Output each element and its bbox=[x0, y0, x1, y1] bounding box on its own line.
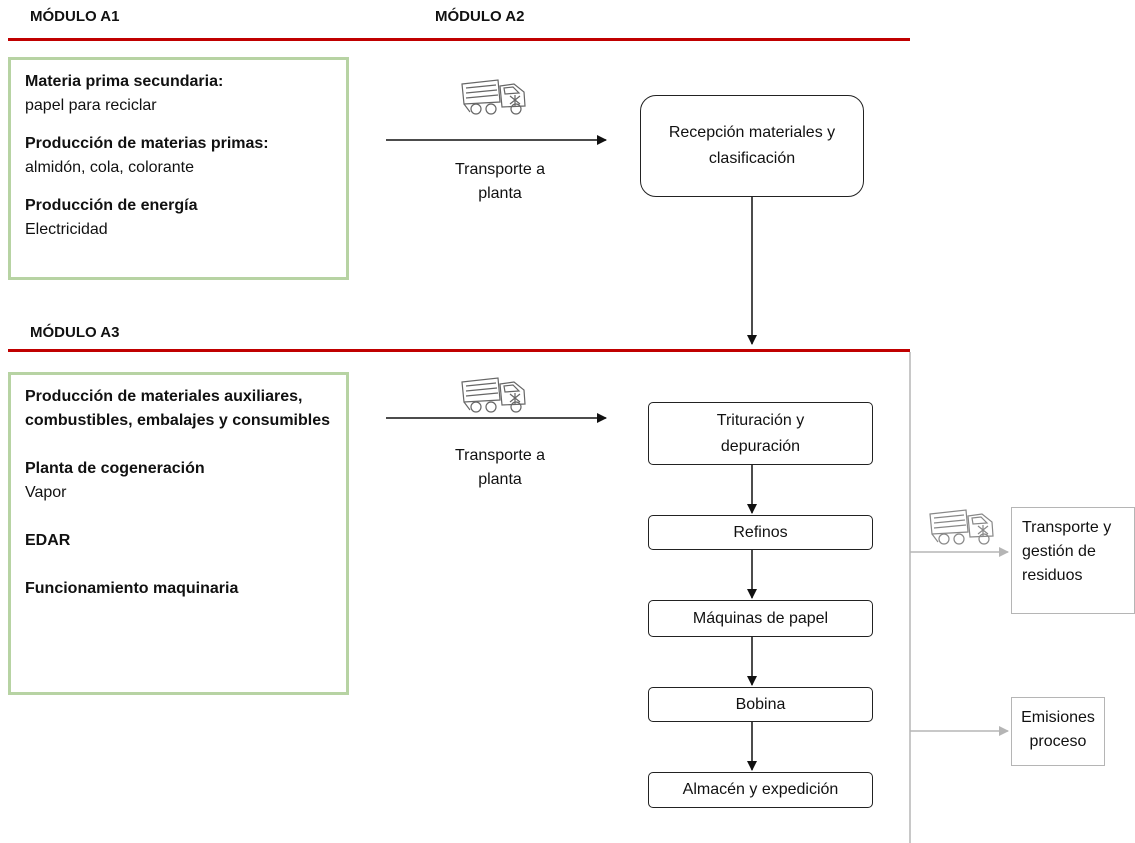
waste-output-node: Transporte y gestión de residuos bbox=[1011, 507, 1135, 614]
a1-item: Producción de materias primas: almidón, … bbox=[25, 132, 332, 180]
a1-item: Materia prima secundaria: papel para rec… bbox=[25, 70, 332, 118]
a3-item-heading: EDAR bbox=[25, 532, 71, 549]
transport-label-a3: Transporte a planta bbox=[420, 444, 580, 492]
a3-item: Producción de materiales auxiliares, com… bbox=[25, 385, 332, 433]
process-step-label: Trituración y depuración bbox=[716, 411, 805, 455]
waste-output-label: Transporte y gestión de residuos bbox=[1022, 519, 1112, 584]
process-step-maquinas: Máquinas de papel bbox=[648, 600, 873, 637]
process-step-label: Máquinas de papel bbox=[692, 609, 829, 627]
transport-label-line: planta bbox=[478, 471, 522, 488]
a3-item: EDAR bbox=[25, 529, 332, 553]
a1-item-detail: Electricidad bbox=[25, 221, 108, 238]
a3-item-detail: Vapor bbox=[25, 484, 67, 501]
a1-item-heading: Materia prima secundaria: bbox=[25, 73, 224, 90]
a1-item-detail: papel para reciclar bbox=[25, 97, 157, 114]
reception-node: Recepción materiales y clasificación bbox=[640, 95, 864, 197]
a3-item: Funcionamiento maquinaria bbox=[25, 577, 332, 601]
transport-label-line: Transporte a bbox=[454, 447, 546, 464]
module-a2-title: MÓDULO A2 bbox=[435, 8, 525, 25]
process-step-bobina: Bobina bbox=[648, 687, 873, 722]
module-a1-divider bbox=[8, 38, 910, 41]
module-a3-title: MÓDULO A3 bbox=[30, 324, 120, 341]
transport-label-line: Transporte a bbox=[454, 161, 546, 178]
a1-item-heading: Producción de energía bbox=[25, 197, 198, 214]
emissions-output-label: Emisiones proceso bbox=[1021, 709, 1095, 750]
process-step-label: Refinos bbox=[733, 523, 788, 541]
truck-icon bbox=[461, 79, 526, 115]
truck-icon bbox=[461, 377, 526, 413]
a1-item-heading: Producción de materias primas: bbox=[25, 135, 269, 152]
a1-inputs-box: Materia prima secundaria: papel para rec… bbox=[8, 57, 349, 280]
a3-item: Planta de cogeneración Vapor bbox=[25, 457, 332, 505]
module-a1-title: MÓDULO A1 bbox=[30, 8, 120, 25]
truck-icon bbox=[929, 509, 994, 545]
transport-label-a2: Transporte a planta bbox=[420, 158, 580, 206]
transport-label-line: planta bbox=[478, 185, 522, 202]
emissions-output-node: Emisiones proceso bbox=[1011, 697, 1105, 766]
process-step-trituracion: Trituración y depuración bbox=[648, 402, 873, 465]
a3-item-heading: Planta de cogeneración bbox=[25, 460, 205, 477]
a3-item-heading: Funcionamiento maquinaria bbox=[25, 580, 239, 597]
a3-item-heading: Producción de materiales auxiliares, com… bbox=[25, 388, 330, 429]
a3-inputs-box: Producción de materiales auxiliares, com… bbox=[8, 372, 349, 695]
process-step-almacen: Almacén y expedición bbox=[648, 772, 873, 808]
process-step-label: Almacén y expedición bbox=[682, 781, 839, 798]
a1-item-detail: almidón, cola, colorante bbox=[25, 159, 194, 176]
process-step-refinos: Refinos bbox=[648, 515, 873, 550]
module-a3-divider bbox=[8, 349, 910, 352]
reception-node-label: Recepción materiales y clasificación bbox=[668, 124, 836, 167]
a1-item: Producción de energía Electricidad bbox=[25, 194, 332, 242]
process-step-label: Bobina bbox=[735, 695, 786, 713]
